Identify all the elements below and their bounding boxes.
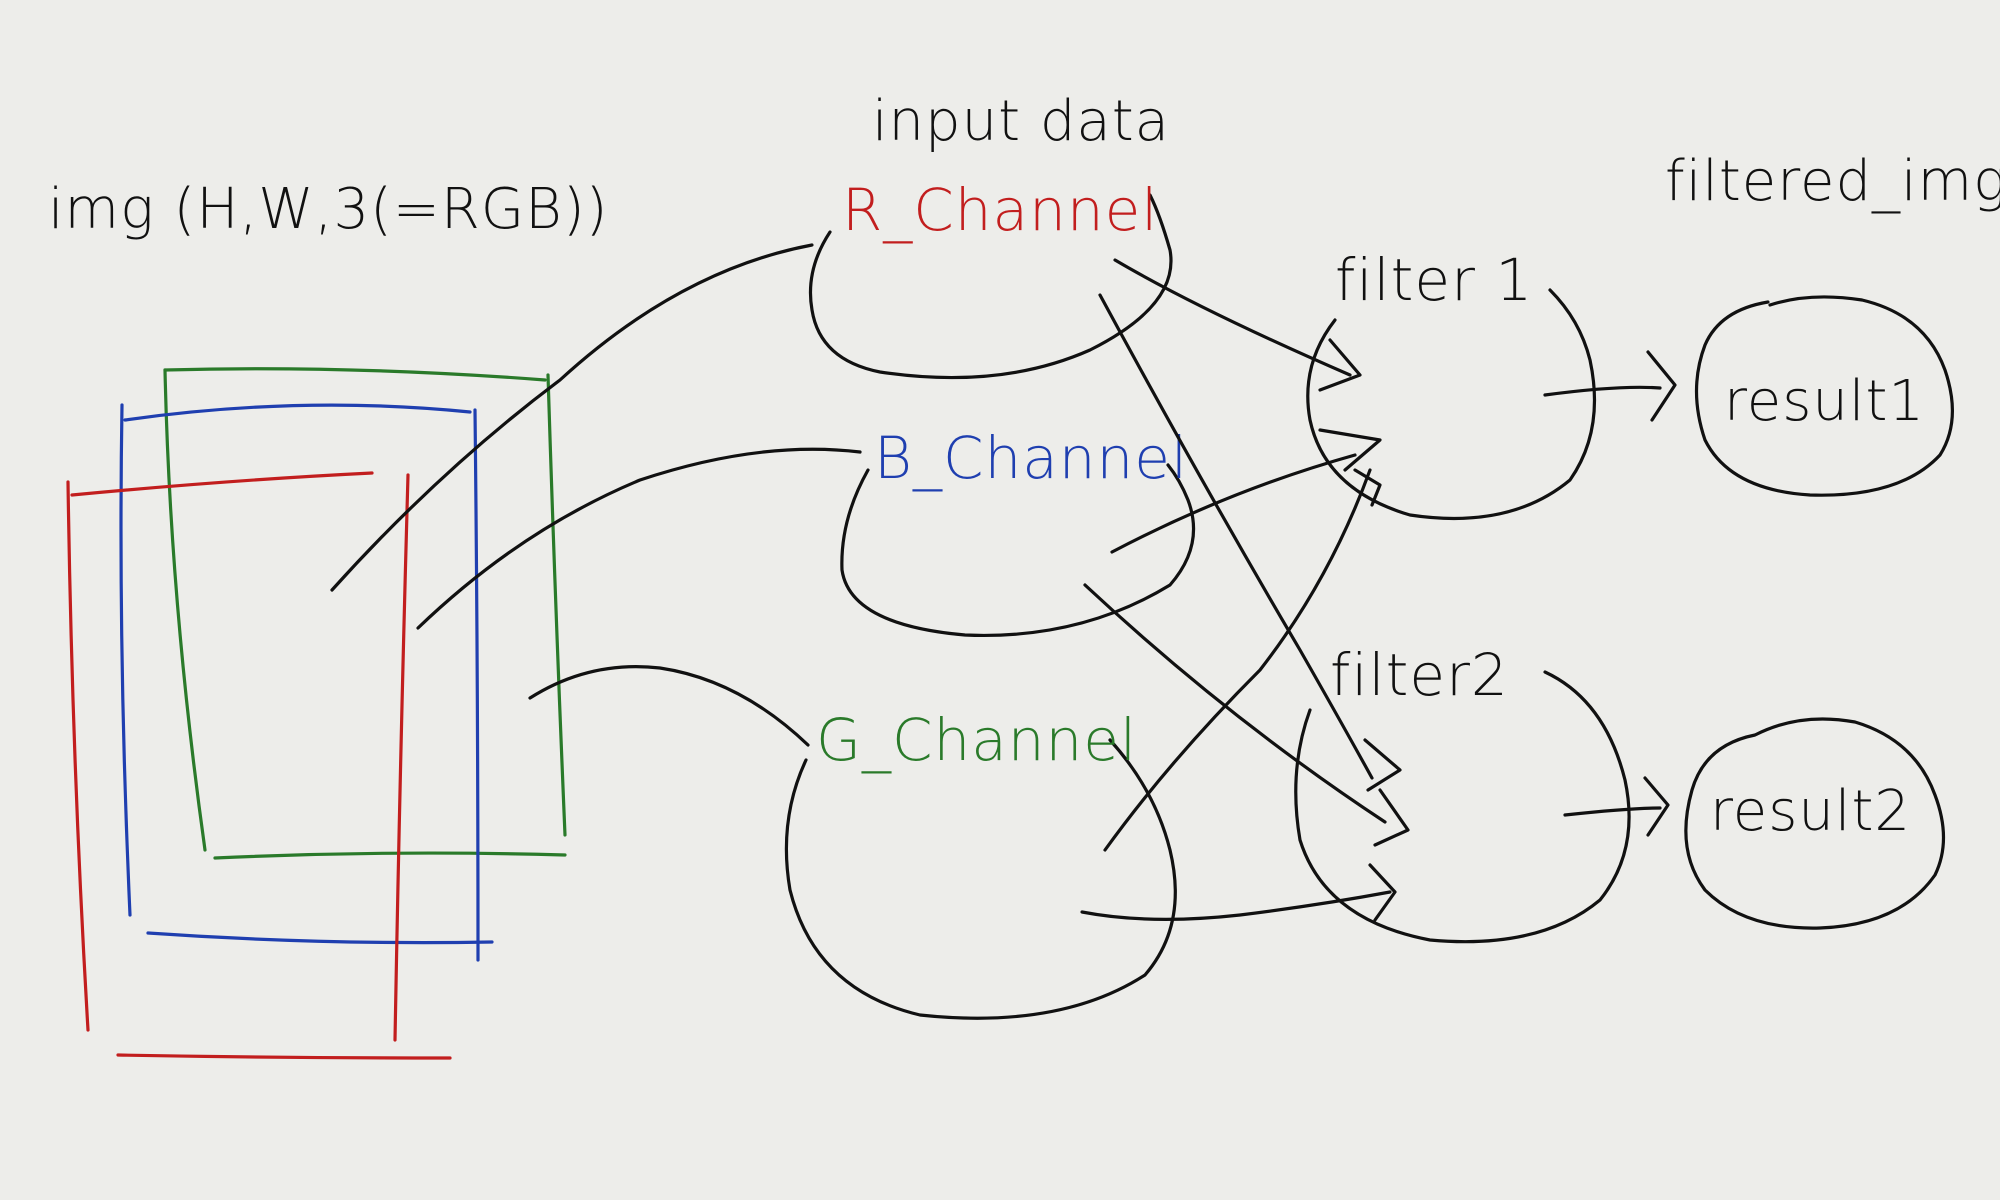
connector-red-to-r-channel	[330, 243, 814, 592]
arrow-filter1-to-result1	[1543, 385, 1662, 397]
arrowhead-b-filter2	[1373, 788, 1410, 847]
filter2-label: filter2	[1330, 641, 1509, 709]
connector-blue-to-b-channel	[416, 447, 862, 630]
b-channel-label: B_Channel	[874, 424, 1188, 492]
result2-blob	[1684, 717, 1946, 930]
input-data-title: input data	[872, 89, 1170, 154]
arrowhead-r-filter2	[1363, 738, 1402, 792]
arrowhead-g-filter1	[1353, 468, 1382, 507]
connector-r-to-filter2	[1098, 293, 1374, 780]
blue-layer	[119, 403, 494, 962]
filtered-img-title: filtered_img	[1665, 149, 2000, 214]
result-blobs	[1684, 295, 1954, 930]
connector-b-to-filter2	[1083, 583, 1387, 824]
result1-label: result1	[1724, 369, 1925, 434]
filter2-blob	[1294, 670, 1631, 944]
image-to-channel-connectors	[330, 243, 862, 747]
green-layer	[163, 367, 567, 860]
image-stack	[66, 367, 567, 1060]
connector-g-to-filter1	[1103, 468, 1372, 852]
result1-blob	[1694, 295, 1954, 497]
filter-blobs	[1294, 288, 1631, 944]
result2-label: result2	[1710, 779, 1911, 844]
arrowhead-g-filter2	[1368, 863, 1397, 922]
filter-to-result-arrows	[1543, 350, 1677, 837]
img-label: img (H,W,3(=RGB))	[48, 177, 609, 242]
g-channel-blob	[784, 738, 1177, 1020]
connector-b-to-filter1	[1110, 453, 1357, 554]
filter1-label: filter 1	[1335, 246, 1533, 314]
connector-g-to-filter2	[1080, 890, 1392, 921]
arrow-filter2-to-result2	[1563, 806, 1662, 817]
arrowhead-result1	[1646, 350, 1677, 422]
g-channel-label: G_Channel	[816, 706, 1137, 774]
red-layer	[66, 471, 452, 1060]
r-channel-blob	[808, 193, 1173, 380]
channel-to-filter-connectors	[1080, 258, 1410, 922]
arrowhead-b-filter1	[1318, 428, 1382, 472]
arrowhead-result2	[1643, 776, 1670, 837]
channel-blobs	[784, 193, 1196, 1020]
r-channel-label: R_Channel	[842, 176, 1158, 244]
arrowhead-r-filter1	[1318, 338, 1362, 392]
connector-green-to-g-channel	[528, 665, 810, 747]
filter1-blob	[1306, 288, 1597, 521]
b-channel-blob	[840, 463, 1196, 637]
connector-r-to-filter1	[1113, 258, 1352, 377]
